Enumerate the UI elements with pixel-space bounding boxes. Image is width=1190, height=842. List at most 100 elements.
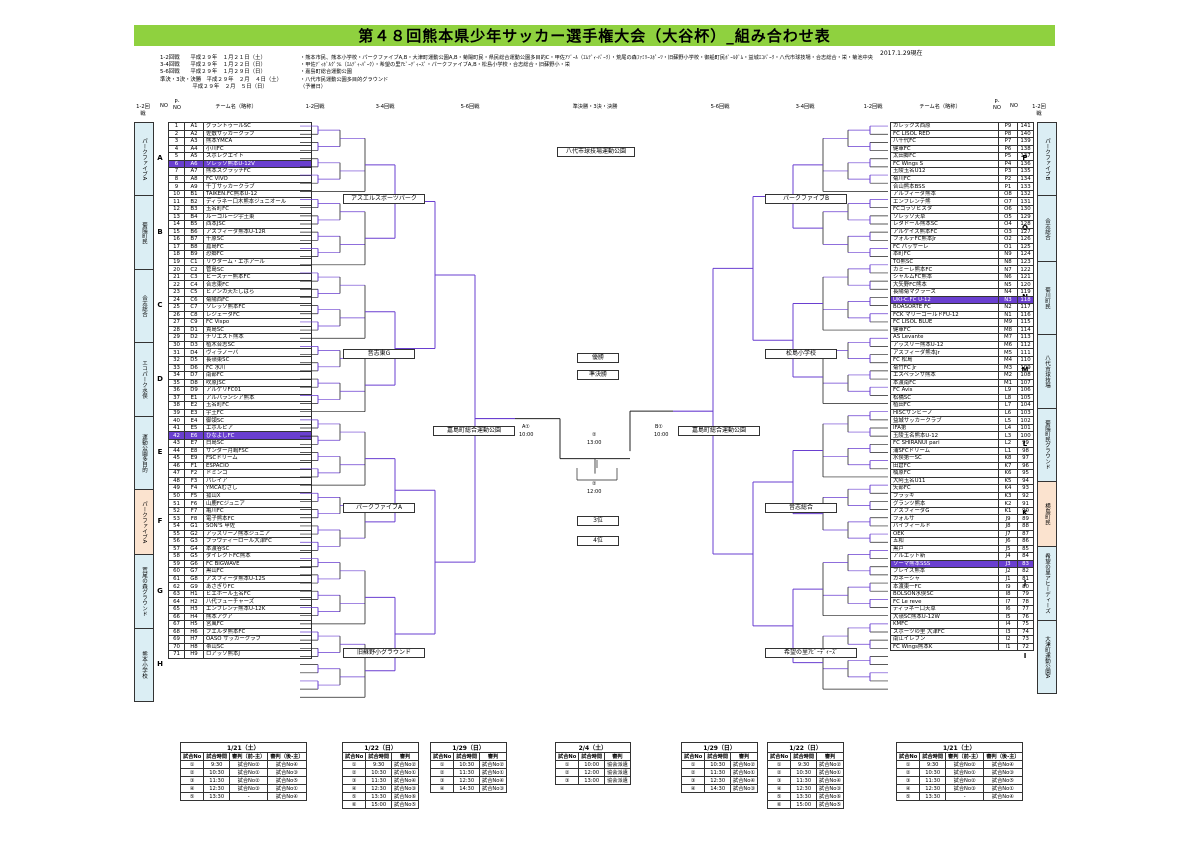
group-letter: A xyxy=(153,122,167,194)
group-letter: C xyxy=(153,269,167,341)
table-cell: ③ xyxy=(766,776,792,785)
table-cell: ② xyxy=(341,768,367,777)
column-header: 試合No xyxy=(429,752,455,761)
table-cell: ① xyxy=(554,760,580,769)
match-2: ② xyxy=(592,432,597,438)
table-cell: 11:30 xyxy=(365,776,393,785)
column-header: 試合時間 xyxy=(203,752,231,761)
table-cell: 9:30 xyxy=(919,760,947,769)
table-cell: 試合No③ xyxy=(816,784,845,793)
third-box: 3位 xyxy=(577,516,619,526)
table-cell: ⑤ xyxy=(766,792,792,801)
group-cell-o: 合志総合 xyxy=(1037,195,1057,262)
venue-box-l1: アスエルスポーツパーク xyxy=(343,194,425,204)
table-cell: ① xyxy=(429,760,455,769)
group-letter-text: I xyxy=(1023,651,1027,660)
match-2-time: 13:00 xyxy=(587,440,602,446)
table-cell: ① xyxy=(895,760,921,769)
group-letter-text: F xyxy=(157,517,163,526)
column-header: 試合No xyxy=(766,752,792,761)
table-cell: ⑤ xyxy=(895,792,921,801)
table-cell: 試合No⑤ xyxy=(983,776,1023,785)
column-header: 審判（前-主） xyxy=(229,752,269,761)
table-cell: 9:30 xyxy=(365,760,393,769)
table-cell: 10:30 xyxy=(919,768,947,777)
column-header: 審判（後-主） xyxy=(983,752,1023,761)
table-cell: 試合No① xyxy=(391,768,420,777)
table-cell: ⑥ xyxy=(341,800,367,809)
header-semi: 準決勝・3決・決勝 xyxy=(572,104,618,110)
schedule-date: 1/29（日） xyxy=(681,742,759,752)
table-cell: 13:00 xyxy=(578,776,606,785)
column-header: 試合時間 xyxy=(453,752,481,761)
group-venue: 運動公園多目的 xyxy=(141,433,147,473)
table-cell: ① xyxy=(341,760,367,769)
table-cell: 試合No⑤ xyxy=(816,800,845,809)
venue-box-l2: 音志東G xyxy=(343,349,415,359)
table-cell: 試合No⑥ xyxy=(816,792,845,801)
table-cell: 12:30 xyxy=(453,776,481,785)
table-cell: 試合No① xyxy=(816,768,845,777)
table-cell: 試合No① xyxy=(229,768,269,777)
schedule-date: 1/22（日） xyxy=(342,742,420,752)
table-cell: ⑤ xyxy=(341,792,367,801)
table-cell: 試合No⑤ xyxy=(391,800,420,809)
header-right-no: NO xyxy=(1010,103,1018,109)
group-venue: 菊陽町民グラウンド xyxy=(1044,420,1050,470)
group-cell-a: パークファイブA xyxy=(134,122,154,197)
column-header: 審判 xyxy=(479,752,508,761)
group-cell-h: 熊本小学校 xyxy=(134,627,154,703)
group-venue: 大津町運動公園A xyxy=(1044,635,1050,679)
column-header: 試合No xyxy=(680,752,706,761)
header-right-r12: 1-2回戦 xyxy=(1032,104,1046,117)
group-letter-text: H xyxy=(157,660,163,669)
column-header: 試合時間 xyxy=(365,752,393,761)
table-cell: ⑤ xyxy=(179,792,205,801)
venue-box-r4: 音志総合 xyxy=(765,503,837,513)
header-right-c12: 1-2回戦 xyxy=(863,104,883,110)
group-cell-e: 運動公園多目的 xyxy=(134,415,154,491)
table-cell: 15:00 xyxy=(790,800,818,809)
group-venue: パークファイブA xyxy=(141,138,147,181)
group-venue: 希望の里アヒーディーズ xyxy=(1044,553,1050,614)
table-cell: 9:30 xyxy=(790,760,818,769)
table-cell: ④ xyxy=(429,784,455,793)
table-cell: 試合No① xyxy=(945,768,985,777)
table-cell: 協会派遣 xyxy=(604,768,631,777)
header-right-team: チーム名（略称） xyxy=(919,104,961,110)
table-cell: 10:00 xyxy=(578,760,606,769)
header-right-c34: 3-4回戦 xyxy=(795,104,815,110)
group-letter-text: E xyxy=(157,447,163,456)
table-cell: 試合No④ xyxy=(816,776,845,785)
venue-list: ・熊本市民、熊本小学校・パークファイブA,B・大津町運動公園A,B・菊陽町民・県… xyxy=(300,55,873,90)
header-left-team: チーム名（略称） xyxy=(215,104,257,110)
group-letter: G xyxy=(153,554,167,626)
schedule-date: 1/21（土） xyxy=(180,742,307,752)
group-letter: I xyxy=(1018,620,1032,692)
group-letter: D xyxy=(153,342,167,414)
column-header: 審判（後-主） xyxy=(267,752,307,761)
table-cell: ④ xyxy=(341,784,367,793)
table-cell: 13:30 xyxy=(365,792,393,801)
table-cell: 10:30 xyxy=(704,760,732,769)
